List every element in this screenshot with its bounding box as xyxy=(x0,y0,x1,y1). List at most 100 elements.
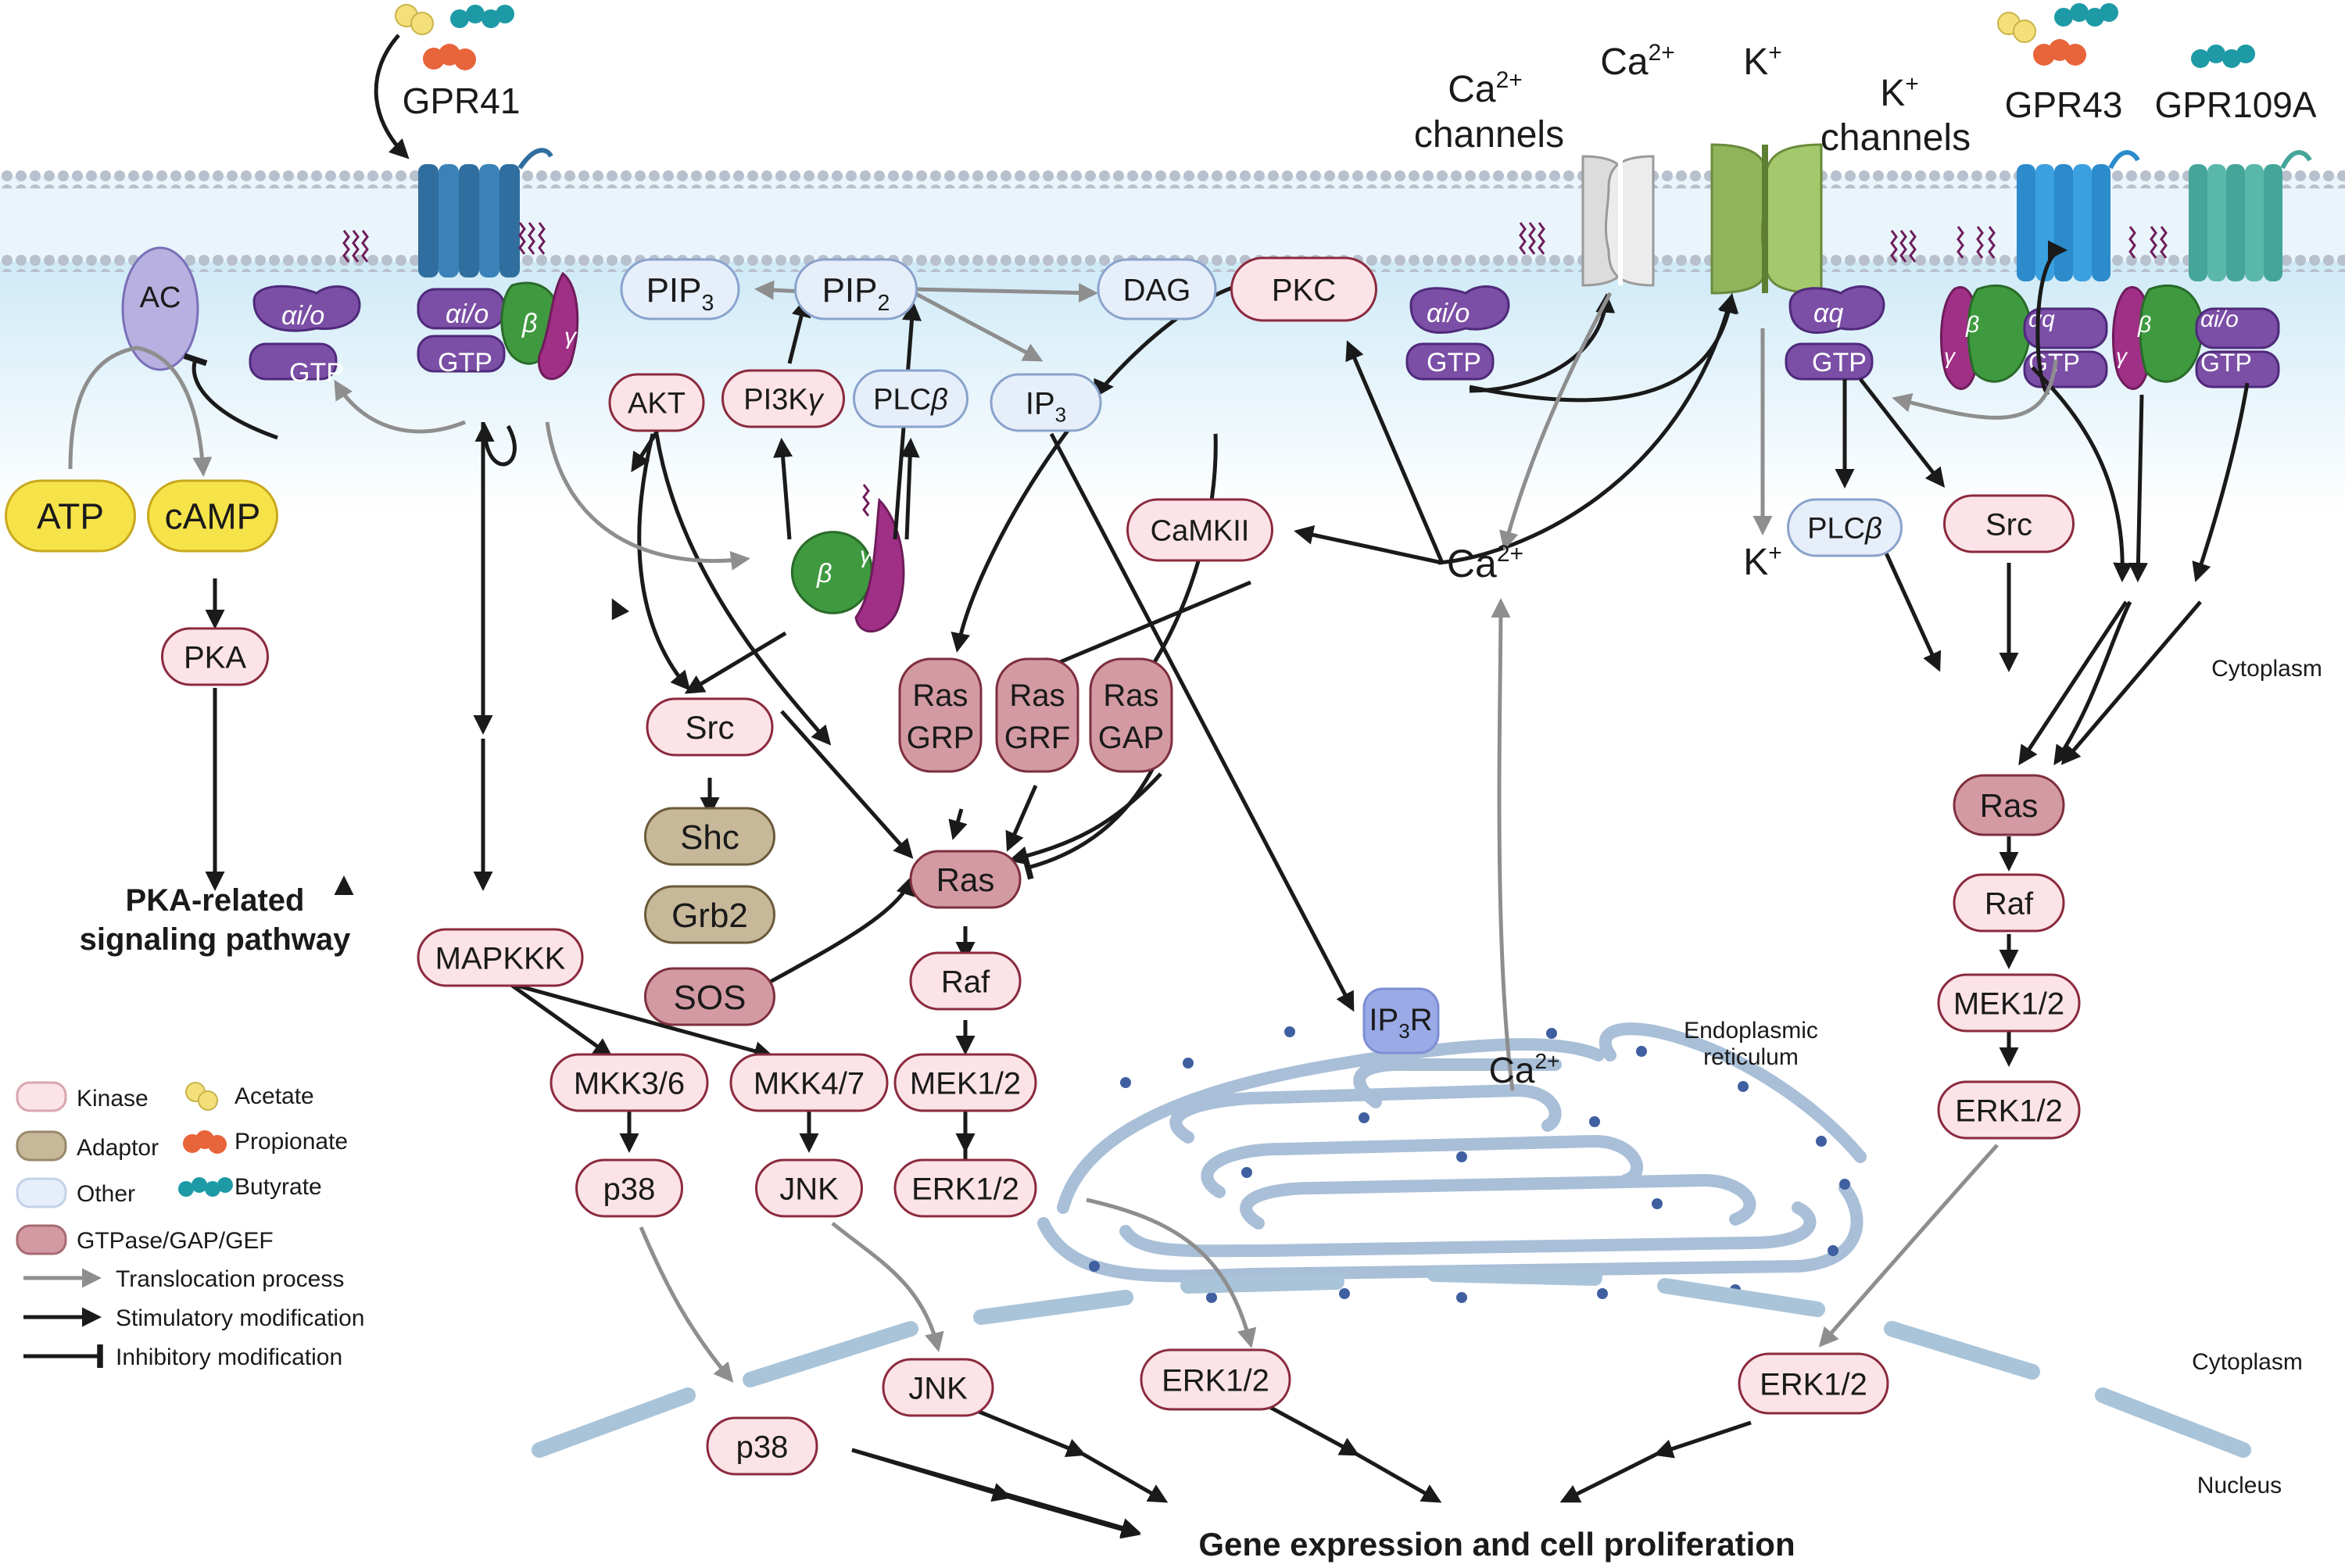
svg-text:GTP: GTP xyxy=(2200,349,2252,377)
pka-pathway-label-1: PKA-related xyxy=(126,883,305,918)
pka-node-label: PKA xyxy=(184,640,246,675)
legend: Kinase Adaptor Other GTPase/GAP/GEF Acet… xyxy=(16,1081,364,1370)
erk-nuc-center-node-label: ERK1/2 xyxy=(1162,1363,1269,1398)
k-out-label: K+ xyxy=(1743,540,1782,583)
raf-right-node: Raf xyxy=(1953,873,2065,933)
sos-node-label: SOS xyxy=(674,979,746,1017)
akt-node: AKT xyxy=(608,373,705,432)
pip3-node-label: PIP3 xyxy=(646,271,714,316)
erk-center-node: ERK1/2 xyxy=(893,1158,1037,1218)
legend-other-label: Other xyxy=(77,1181,135,1207)
ras-grf-node-label: Ras xyxy=(1009,678,1065,713)
legend-gtpase-label: GTPase/GAP/GEF xyxy=(77,1228,274,1254)
er-label-2: reticulum xyxy=(1703,1044,1799,1070)
svg-text:αi/o: αi/o xyxy=(1427,299,1470,328)
pip2-node: PIP2 xyxy=(794,258,918,320)
erk-nuc-center-node: ERK1/2 xyxy=(1140,1348,1291,1411)
mkk47-node-label: MKK4/7 xyxy=(754,1066,865,1101)
ras-gap-node-label: GAP xyxy=(1098,721,1164,755)
ip3-node-label: IP3 xyxy=(1026,386,1066,426)
legend-kinase-label: Kinase xyxy=(77,1086,149,1112)
ras-right-node: Ras xyxy=(1953,774,2065,836)
pip2-node-label: PIP2 xyxy=(822,271,890,316)
sos-node: SOS xyxy=(644,967,775,1026)
k-channel xyxy=(1710,143,1823,295)
cytoplasm-top-label: Cytoplasm xyxy=(2211,656,2322,682)
ras-grp-node-label: Ras xyxy=(912,678,968,713)
lipid-anchors xyxy=(342,222,2168,517)
ip3-node: IP3 xyxy=(990,373,1102,432)
translocation-arrows xyxy=(68,280,2058,1383)
plcb-right-node: PLCβ xyxy=(1787,498,1903,557)
raf-center-node-label: Raf xyxy=(941,965,990,999)
p38-nuc-node: p38 xyxy=(706,1416,818,1476)
mek-right-node-label: MEK1/2 xyxy=(1953,986,2064,1021)
diagram-title: Gene expression and cell proliferation xyxy=(1198,1526,1795,1563)
adenylyl-cyclase: AC xyxy=(121,246,199,371)
mkk36-node: MKK3/6 xyxy=(550,1053,709,1112)
svg-text:β: β xyxy=(816,559,832,589)
pkc-node-label: PKC xyxy=(1272,273,1336,307)
svg-text:αi/o: αi/o xyxy=(446,299,489,329)
mkk36-node-label: MKK3/6 xyxy=(574,1066,685,1101)
ras-right-node-label: Ras xyxy=(1980,787,2039,824)
camkii-node-label: CaMKII xyxy=(1151,515,1250,548)
svg-text:γ: γ xyxy=(860,542,873,568)
dag-node-label: DAG xyxy=(1123,273,1191,307)
nuclear-envelope xyxy=(532,1266,2251,1458)
compartment-labels: Cytoplasm Endoplasmic reticulum Cytoplas… xyxy=(1684,656,2322,1498)
raf-center-node: Raf xyxy=(909,951,1022,1011)
jnk-node-label: JNK xyxy=(779,1172,839,1206)
nucleus-label: Nucleus xyxy=(2197,1473,2282,1498)
jnk-node: JNK xyxy=(755,1158,863,1218)
svg-text:GTP: GTP xyxy=(289,358,344,388)
ca-center-label: Ca2+ xyxy=(1447,541,1523,585)
mapkkk-node: MAPKKK xyxy=(417,928,584,987)
p38-nuc-node-label: p38 xyxy=(736,1430,789,1464)
er-label-1: Endoplasmic xyxy=(1684,1018,1818,1044)
jnk-nuc-node-label: JNK xyxy=(908,1371,968,1405)
mek-right-node: MEK1/2 xyxy=(1937,973,2081,1033)
erk-nuc-right-node: ERK1/2 xyxy=(1738,1352,1889,1415)
src-center-node-label: Src xyxy=(686,709,735,746)
ca-channel xyxy=(1581,155,1655,287)
mek-center-node-label: MEK1/2 xyxy=(910,1066,1021,1101)
jnk-nuc-node: JNK xyxy=(882,1358,994,1417)
camp-node: cAMP xyxy=(147,479,278,553)
legend-stimulatory-label: Stimulatory modification xyxy=(116,1305,364,1331)
svg-text:GTP: GTP xyxy=(438,348,492,378)
erk-nuc-right-node-label: ERK1/2 xyxy=(1760,1367,1867,1402)
legend-propionate-label: Propionate xyxy=(234,1129,348,1155)
plcb-center-node: PLCβ xyxy=(853,369,968,428)
ca-er-label: Ca2+ xyxy=(1489,1049,1560,1090)
legend-adaptor-swatch xyxy=(16,1130,67,1162)
legend-inhibitory-label: Inhibitory modification xyxy=(116,1344,342,1370)
mek-center-node: MEK1/2 xyxy=(893,1053,1037,1112)
ras-grf-node-label: GRF xyxy=(1004,721,1070,755)
gpr41-receptor xyxy=(418,148,553,277)
legend-translocation-label: Translocation process xyxy=(116,1266,344,1292)
atp-node-label: ATP xyxy=(37,496,104,537)
shc-node: Shc xyxy=(644,807,775,866)
p38-node-label: p38 xyxy=(603,1172,656,1206)
src-right-node: Src xyxy=(1943,494,2075,553)
gpr109a-label: GPR109A xyxy=(2154,84,2316,125)
ca-ion-label: Ca2+ xyxy=(1600,40,1675,83)
endoplasmic-reticulum xyxy=(1037,1022,1867,1283)
scfa-molecules xyxy=(395,3,2255,70)
legend-adaptor-label: Adaptor xyxy=(77,1135,159,1161)
k-channels-label-2: channels xyxy=(1821,117,1971,159)
mkk47-node: MKK4/7 xyxy=(729,1053,889,1112)
svg-text:AC: AC xyxy=(140,281,181,314)
p38-node: p38 xyxy=(575,1158,683,1218)
g-protein-shapes xyxy=(249,271,2280,633)
pka-pathway-label-2: signaling pathway xyxy=(80,922,351,957)
erk-center-node-label: ERK1/2 xyxy=(911,1172,1019,1206)
ip3r-receptor: IP3R xyxy=(1362,987,1440,1054)
src-right-node-label: Src xyxy=(1985,507,2032,542)
erk-right-node-label: ERK1/2 xyxy=(1955,1094,2063,1128)
svg-text:γ: γ xyxy=(564,324,578,349)
legend-other-swatch xyxy=(16,1177,67,1208)
